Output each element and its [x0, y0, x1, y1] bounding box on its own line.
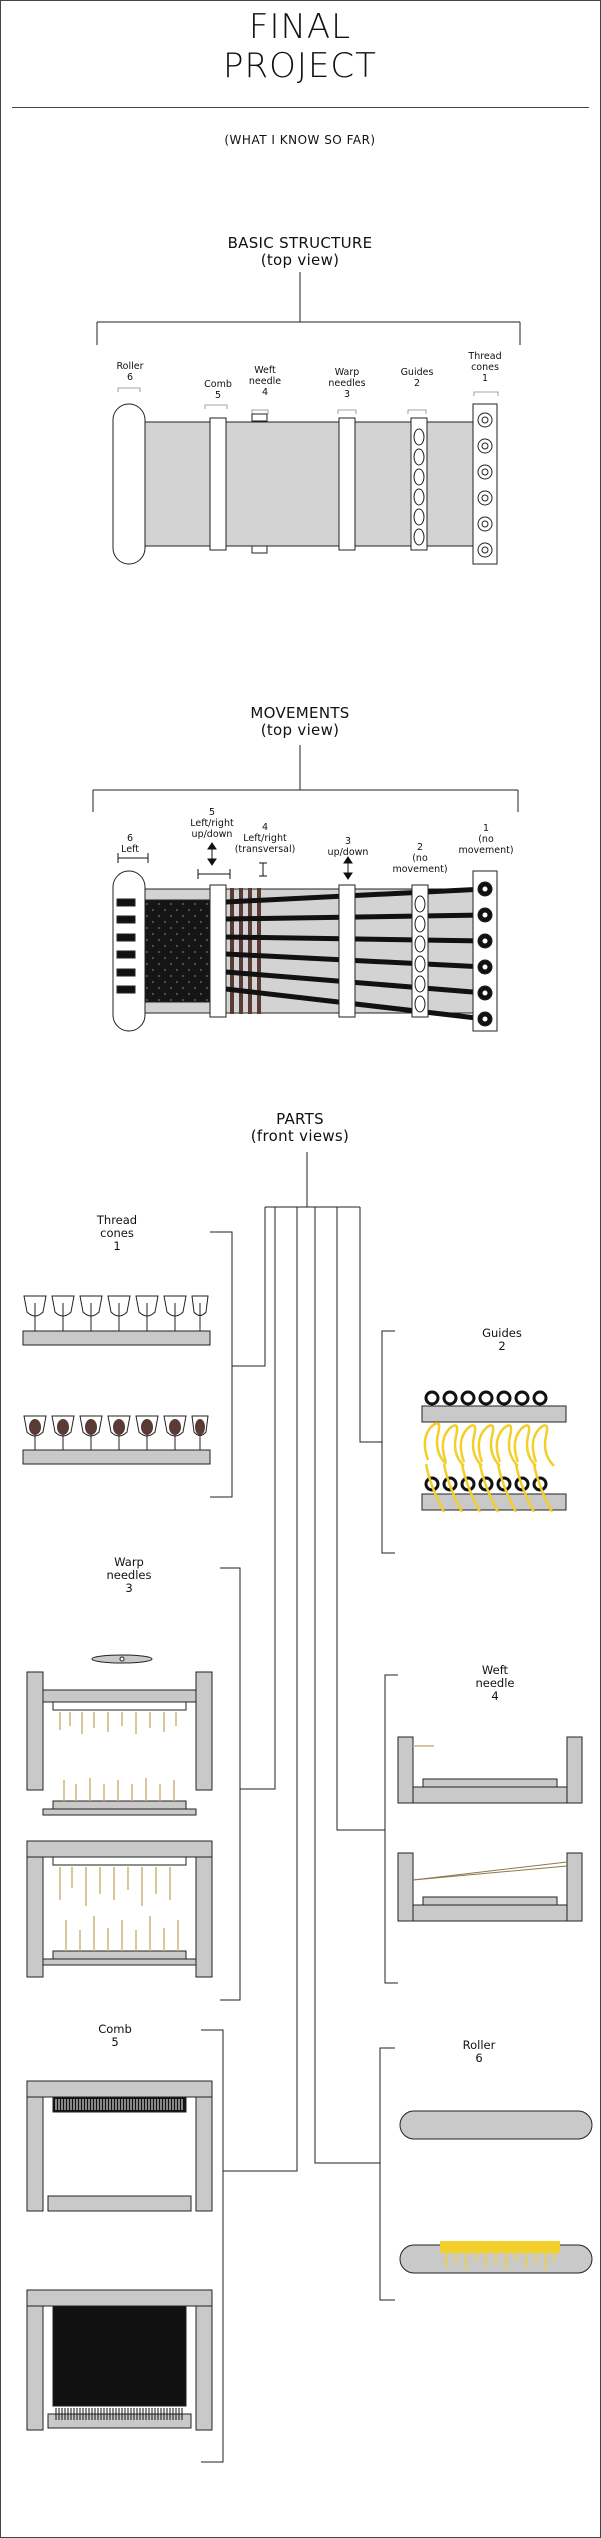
part-label-warp: Warp needles 3 — [106, 1555, 152, 1596]
structure-label-roller: Roller 6 — [116, 361, 144, 383]
comb-part — [26, 2080, 213, 2431]
movements-top-view — [112, 870, 498, 1032]
part-label-cones: Thread cones 1 — [96, 1213, 138, 1254]
part-label-comb: Comb 5 — [98, 2022, 132, 2050]
roller-part — [399, 2110, 593, 2274]
weft-needle-part — [397, 1736, 583, 1922]
structure-top-view — [112, 403, 498, 565]
movement-label-comb: 5 Left/right up/down — [190, 807, 234, 840]
structure-label-weft: Weft needle 4 — [248, 365, 282, 398]
part-label-guides: Guides 2 — [482, 1326, 522, 1354]
parts-connectors — [223, 1152, 385, 2172]
movement-label-warp: 3 up/down — [327, 836, 369, 858]
movement-label-cones: 1 (no movement) — [458, 823, 514, 856]
page-title: FINAL PROJECT — [223, 7, 377, 87]
page-subtitle: (WHAT I KNOW SO FAR) — [224, 133, 376, 147]
title-divider — [12, 107, 589, 108]
movement-label-guides: 2 (no movement) — [392, 842, 448, 875]
guides-part — [421, 1390, 567, 1513]
warp-needles-part — [26, 1654, 213, 1978]
part-label-roller: Roller 6 — [462, 2038, 496, 2066]
structure-label-comb: Comb 5 — [204, 379, 232, 401]
part-label-weft: Weft needle 4 — [475, 1663, 515, 1704]
movement-arrows — [117, 842, 353, 880]
structure-label-ticks — [117, 387, 499, 414]
movements-heading: MOVEMENTS (top view) — [250, 704, 350, 740]
structure-label-guides: Guides 2 — [400, 367, 434, 389]
parts-side-brackets — [201, 1231, 398, 2463]
movements-bracket — [92, 745, 519, 812]
movement-label-weft: 4 Left/right (transversal) — [234, 822, 296, 855]
structure-heading: BASIC STRUCTURE (top view) — [227, 234, 373, 270]
thread-cones-part — [22, 1295, 211, 1465]
movement-label-roller: 6 Left — [121, 833, 139, 855]
structure-label-cones: Thread cones 1 — [468, 351, 502, 384]
parts-heading: PARTS (front views) — [250, 1110, 350, 1146]
structure-bracket — [96, 272, 521, 345]
structure-label-warp: Warp needles 3 — [328, 367, 366, 400]
